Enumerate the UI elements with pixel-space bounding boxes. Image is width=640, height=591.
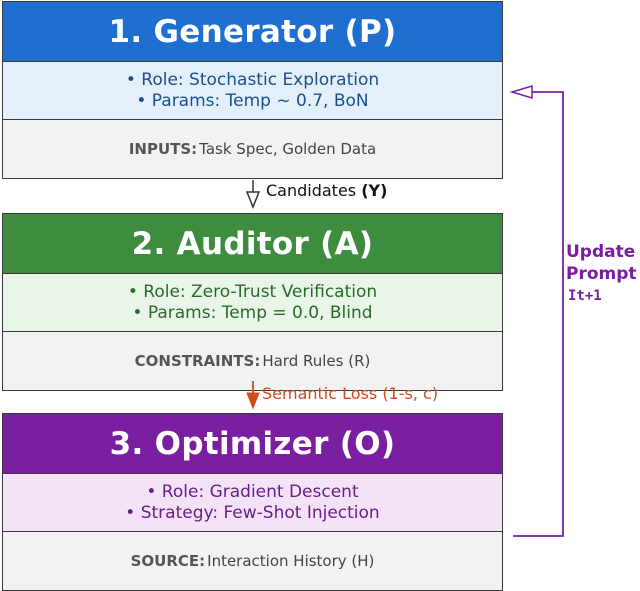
- auditor-constraints-key: CONSTRAINTS:: [134, 352, 261, 370]
- optimizer-param-role: • Role: Gradient Descent: [146, 481, 359, 502]
- feedback-iteration-label: It+1: [568, 288, 602, 304]
- optimizer-title: 3. Optimizer (O): [3, 414, 502, 474]
- auditor-title: 2. Auditor (A): [3, 214, 502, 274]
- auditor-param-settings: • Params: Temp = 0.0, Blind: [132, 302, 373, 323]
- optimizer-source-key: SOURCE:: [130, 552, 206, 570]
- candidates-text: Candidates: [266, 181, 362, 200]
- arrow-semantic-loss: [246, 381, 260, 410]
- generator-module: 1. Generator (P) • Role: Stochastic Expl…: [2, 1, 503, 179]
- candidates-symbol: (Y): [361, 181, 388, 200]
- feedback-update-label: Update: [566, 242, 636, 262]
- generator-params: • Role: Stochastic Exploration • Params:…: [3, 62, 502, 120]
- auditor-module: 2. Auditor (A) • Role: Zero-Trust Verifi…: [2, 213, 503, 391]
- generator-inputs-value: Task Spec, Golden Data: [199, 140, 377, 158]
- optimizer-module: 3. Optimizer (O) • Role: Gradient Descen…: [2, 413, 503, 591]
- auditor-param-role: • Role: Zero-Trust Verification: [127, 281, 378, 302]
- generator-param-role: • Role: Stochastic Exploration: [125, 69, 380, 90]
- optimizer-params: • Role: Gradient Descent • Strategy: Few…: [3, 474, 502, 532]
- auditor-constraints-value: Hard Rules (R): [262, 352, 371, 370]
- semantic-loss-label: Semantic Loss (1-s, c): [262, 384, 439, 403]
- generator-inputs-key: INPUTS:: [128, 140, 198, 158]
- generator-title: 1. Generator (P): [3, 2, 502, 62]
- optimizer-param-strategy: • Strategy: Few-Shot Injection: [125, 502, 380, 523]
- optimizer-source: SOURCE: Interaction History (H): [3, 532, 502, 590]
- auditor-constraints: CONSTRAINTS: Hard Rules (R): [3, 332, 502, 390]
- candidates-label: Candidates (Y): [266, 181, 387, 200]
- auditor-params: • Role: Zero-Trust Verification • Params…: [3, 274, 502, 332]
- generator-inputs: INPUTS: Task Spec, Golden Data: [3, 120, 502, 178]
- generator-param-settings: • Params: Temp ~ 0.7, BoN: [136, 90, 369, 111]
- arrow-candidates: [245, 180, 261, 210]
- optimizer-source-value: Interaction History (H): [207, 552, 375, 570]
- feedback-prompt-label: Prompt: [566, 264, 637, 284]
- arrow-feedback-loop: [509, 84, 564, 537]
